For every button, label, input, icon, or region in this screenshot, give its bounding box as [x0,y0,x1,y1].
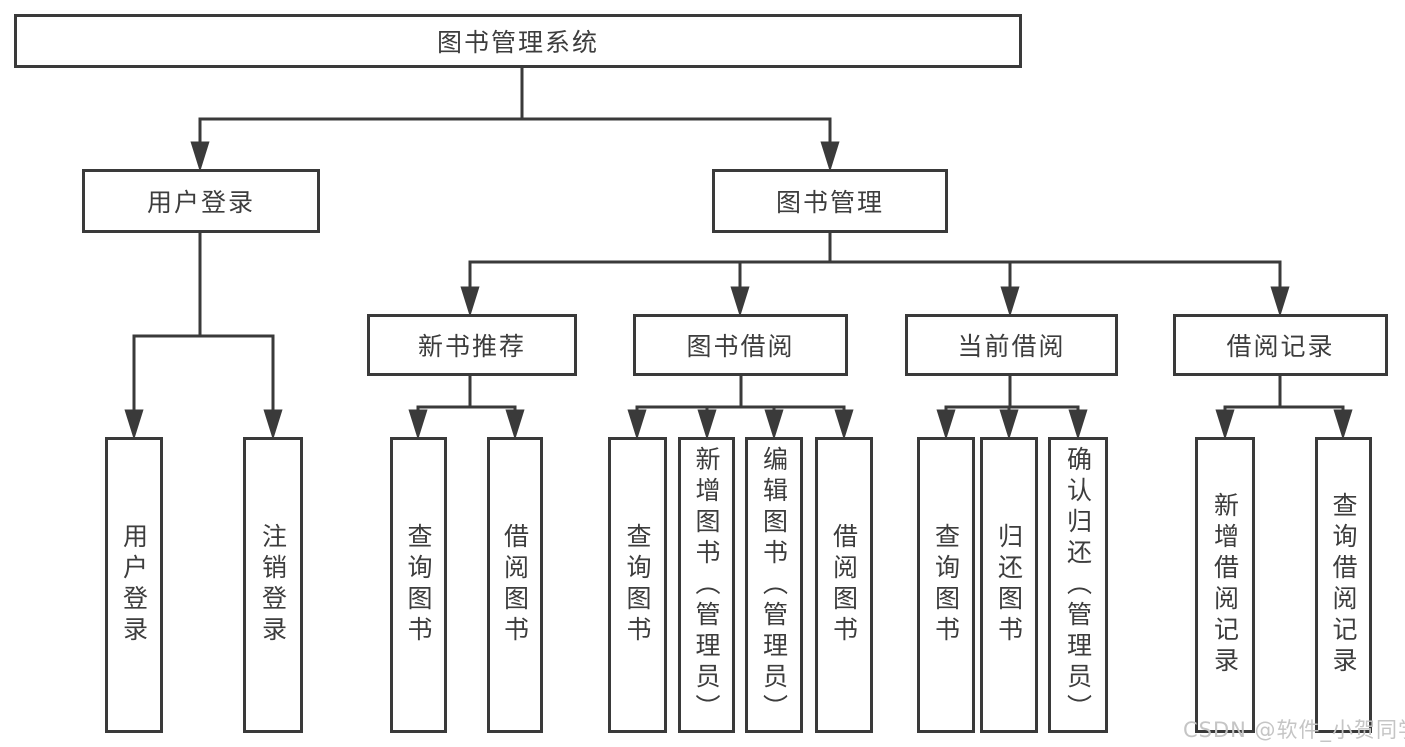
arrow-icon [627,409,647,441]
arrow-icon [999,409,1019,441]
node-leaf-query-books-borrow: 查询图书 [608,437,667,733]
arrow-icon [1068,409,1088,441]
arrow-icon [124,409,144,441]
node-leaf-query-books-rec: 查询图书 [390,437,447,733]
node-leaf-query-books-current: 查询图书 [917,437,975,733]
arrow-icon [697,409,717,441]
node-book-borrow: 图书借阅 [633,314,848,376]
connector-new-book-rec-children [408,374,525,441]
arrow-icon [505,409,525,441]
node-leaf-add-borrow-record: 新增借阅记录 [1195,437,1255,733]
node-leaf-borrow-books-borrow: 借阅图书 [815,437,873,733]
connector-book-mgmt-to-level3 [460,231,1290,318]
node-book-mgmt: 图书管理 [712,169,948,233]
arrow-icon [460,286,480,318]
arrow-icon [190,141,210,173]
connector-current-borrow-children [936,374,1088,441]
connector-borrow-records-children [1215,374,1353,441]
node-leaf-return-books: 归还图书 [980,437,1038,733]
arrow-icon [834,409,854,441]
watermark: CSDN @软件_小贺同学 [1183,718,1405,742]
node-new-book-rec: 新书推荐 [367,314,577,376]
arrow-icon [408,409,428,441]
node-leaf-borrow-books-rec: 借阅图书 [487,437,543,733]
node-leaf-user-login: 用户登录 [105,437,163,733]
arrow-icon [820,141,840,173]
arrow-icon [1000,286,1020,318]
node-borrow-records: 借阅记录 [1173,314,1388,376]
arrow-icon [1333,409,1353,441]
arrow-icon [1270,286,1290,318]
node-leaf-logout: 注销登录 [243,437,303,733]
node-current-borrow: 当前借阅 [905,314,1118,376]
connector-user-login-children [124,231,283,441]
connector-root-to-level2 [190,66,840,173]
arrow-icon [730,286,750,318]
node-user-login: 用户登录 [82,169,320,233]
node-leaf-confirm-return-admin: 确认归还（管理员） [1048,437,1108,733]
connector-book-borrow-children [627,374,854,441]
node-leaf-add-books-admin: 新增图书（管理员） [678,437,735,733]
arrow-icon [1215,409,1235,441]
node-root: 图书管理系统 [14,14,1022,68]
arrow-icon [764,409,784,441]
node-leaf-edit-books-admin: 编辑图书（管理员） [745,437,803,733]
arrow-icon [936,409,956,441]
arrow-icon [263,409,283,441]
node-leaf-query-borrow-record: 查询借阅记录 [1315,437,1372,733]
